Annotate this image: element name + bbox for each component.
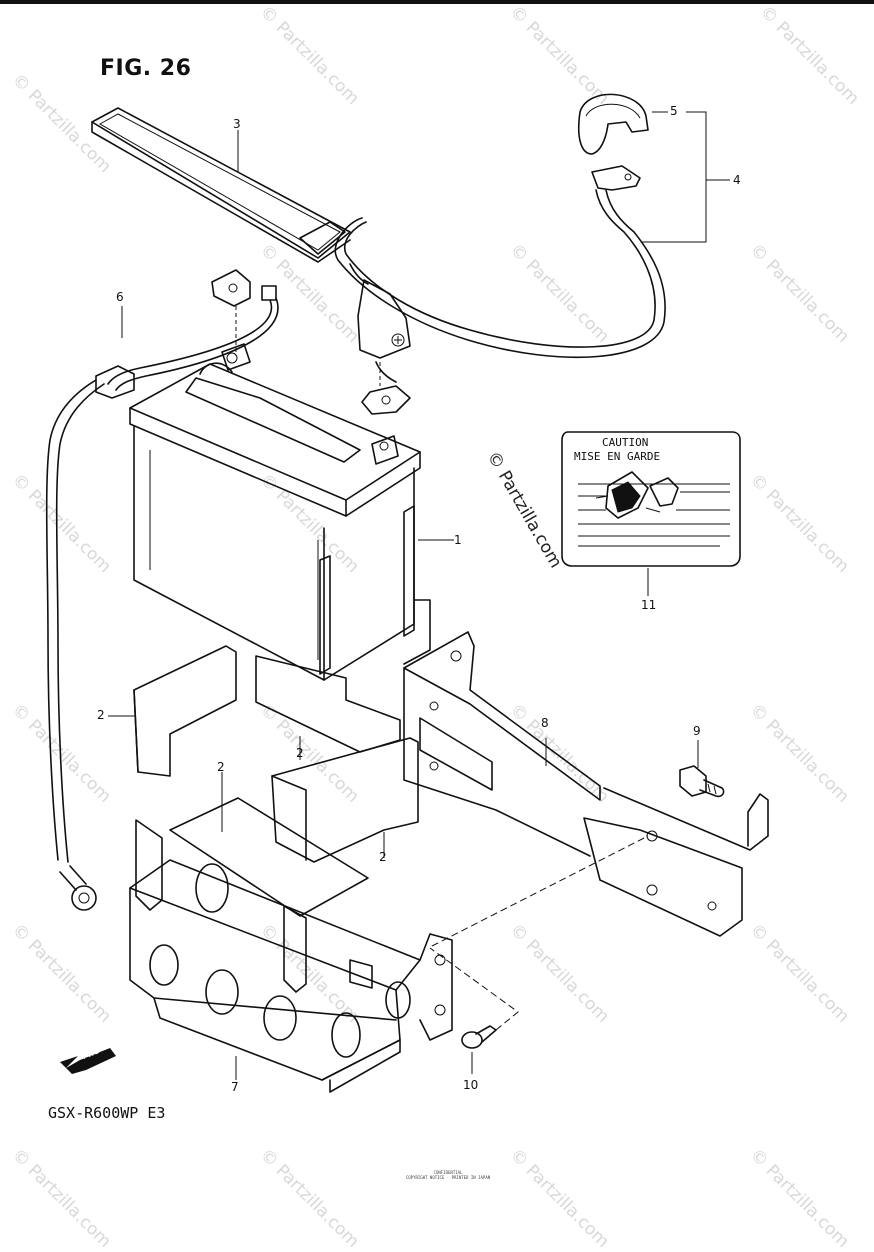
figure-title: FIG. 26 [100, 56, 192, 81]
callout-1[interactable]: 1 [454, 533, 462, 547]
caution-label-drawing [561, 431, 741, 567]
callout-3[interactable]: 3 [233, 117, 241, 131]
callout-4[interactable]: 4 [733, 173, 741, 187]
forward-arrow-icon [60, 1048, 116, 1074]
bolt-drawing [679, 765, 725, 798]
negative-lead-drawing [45, 269, 279, 911]
positive-lead-drawing [334, 93, 666, 415]
callout-11[interactable]: 11 [641, 598, 657, 612]
leader-lines [108, 111, 730, 1080]
caution-label-line1: CAUTION [602, 436, 649, 449]
battery-bracket-drawing [403, 631, 769, 937]
callout-2[interactable]: 2 [296, 746, 304, 760]
diagram-drawing [45, 93, 769, 1093]
callout-5[interactable]: 5 [670, 104, 678, 118]
screw-drawing [461, 1025, 497, 1049]
battery-drawing [129, 343, 431, 681]
callout-9[interactable]: 9 [693, 724, 701, 738]
callout-8[interactable]: 8 [541, 716, 549, 730]
fine-print: CONFIDENTIAL COPYRIGHT NOTICE · PRINTED … [388, 1170, 508, 1180]
callout-2[interactable]: 2 [217, 760, 225, 774]
callout-6[interactable]: 6 [116, 290, 124, 304]
fine-print-line2: COPYRIGHT NOTICE · PRINTED IN JAPAN [405, 1175, 491, 1180]
callout-10[interactable]: 10 [463, 1078, 479, 1092]
battery-strap-drawing [91, 107, 351, 263]
battery-pads-drawing [133, 645, 419, 917]
top-border [0, 0, 874, 4]
callout-7[interactable]: 7 [231, 1080, 239, 1094]
model-code: GSX-R600WP E3 [48, 1104, 166, 1122]
battery-holder-drawing [129, 819, 453, 1093]
callout-2[interactable]: 2 [97, 708, 105, 722]
caution-label-line2: MISE EN GARDE [574, 450, 661, 463]
callout-2[interactable]: 2 [379, 850, 387, 864]
fine-print-line1: CONFIDENTIAL [433, 1170, 463, 1175]
